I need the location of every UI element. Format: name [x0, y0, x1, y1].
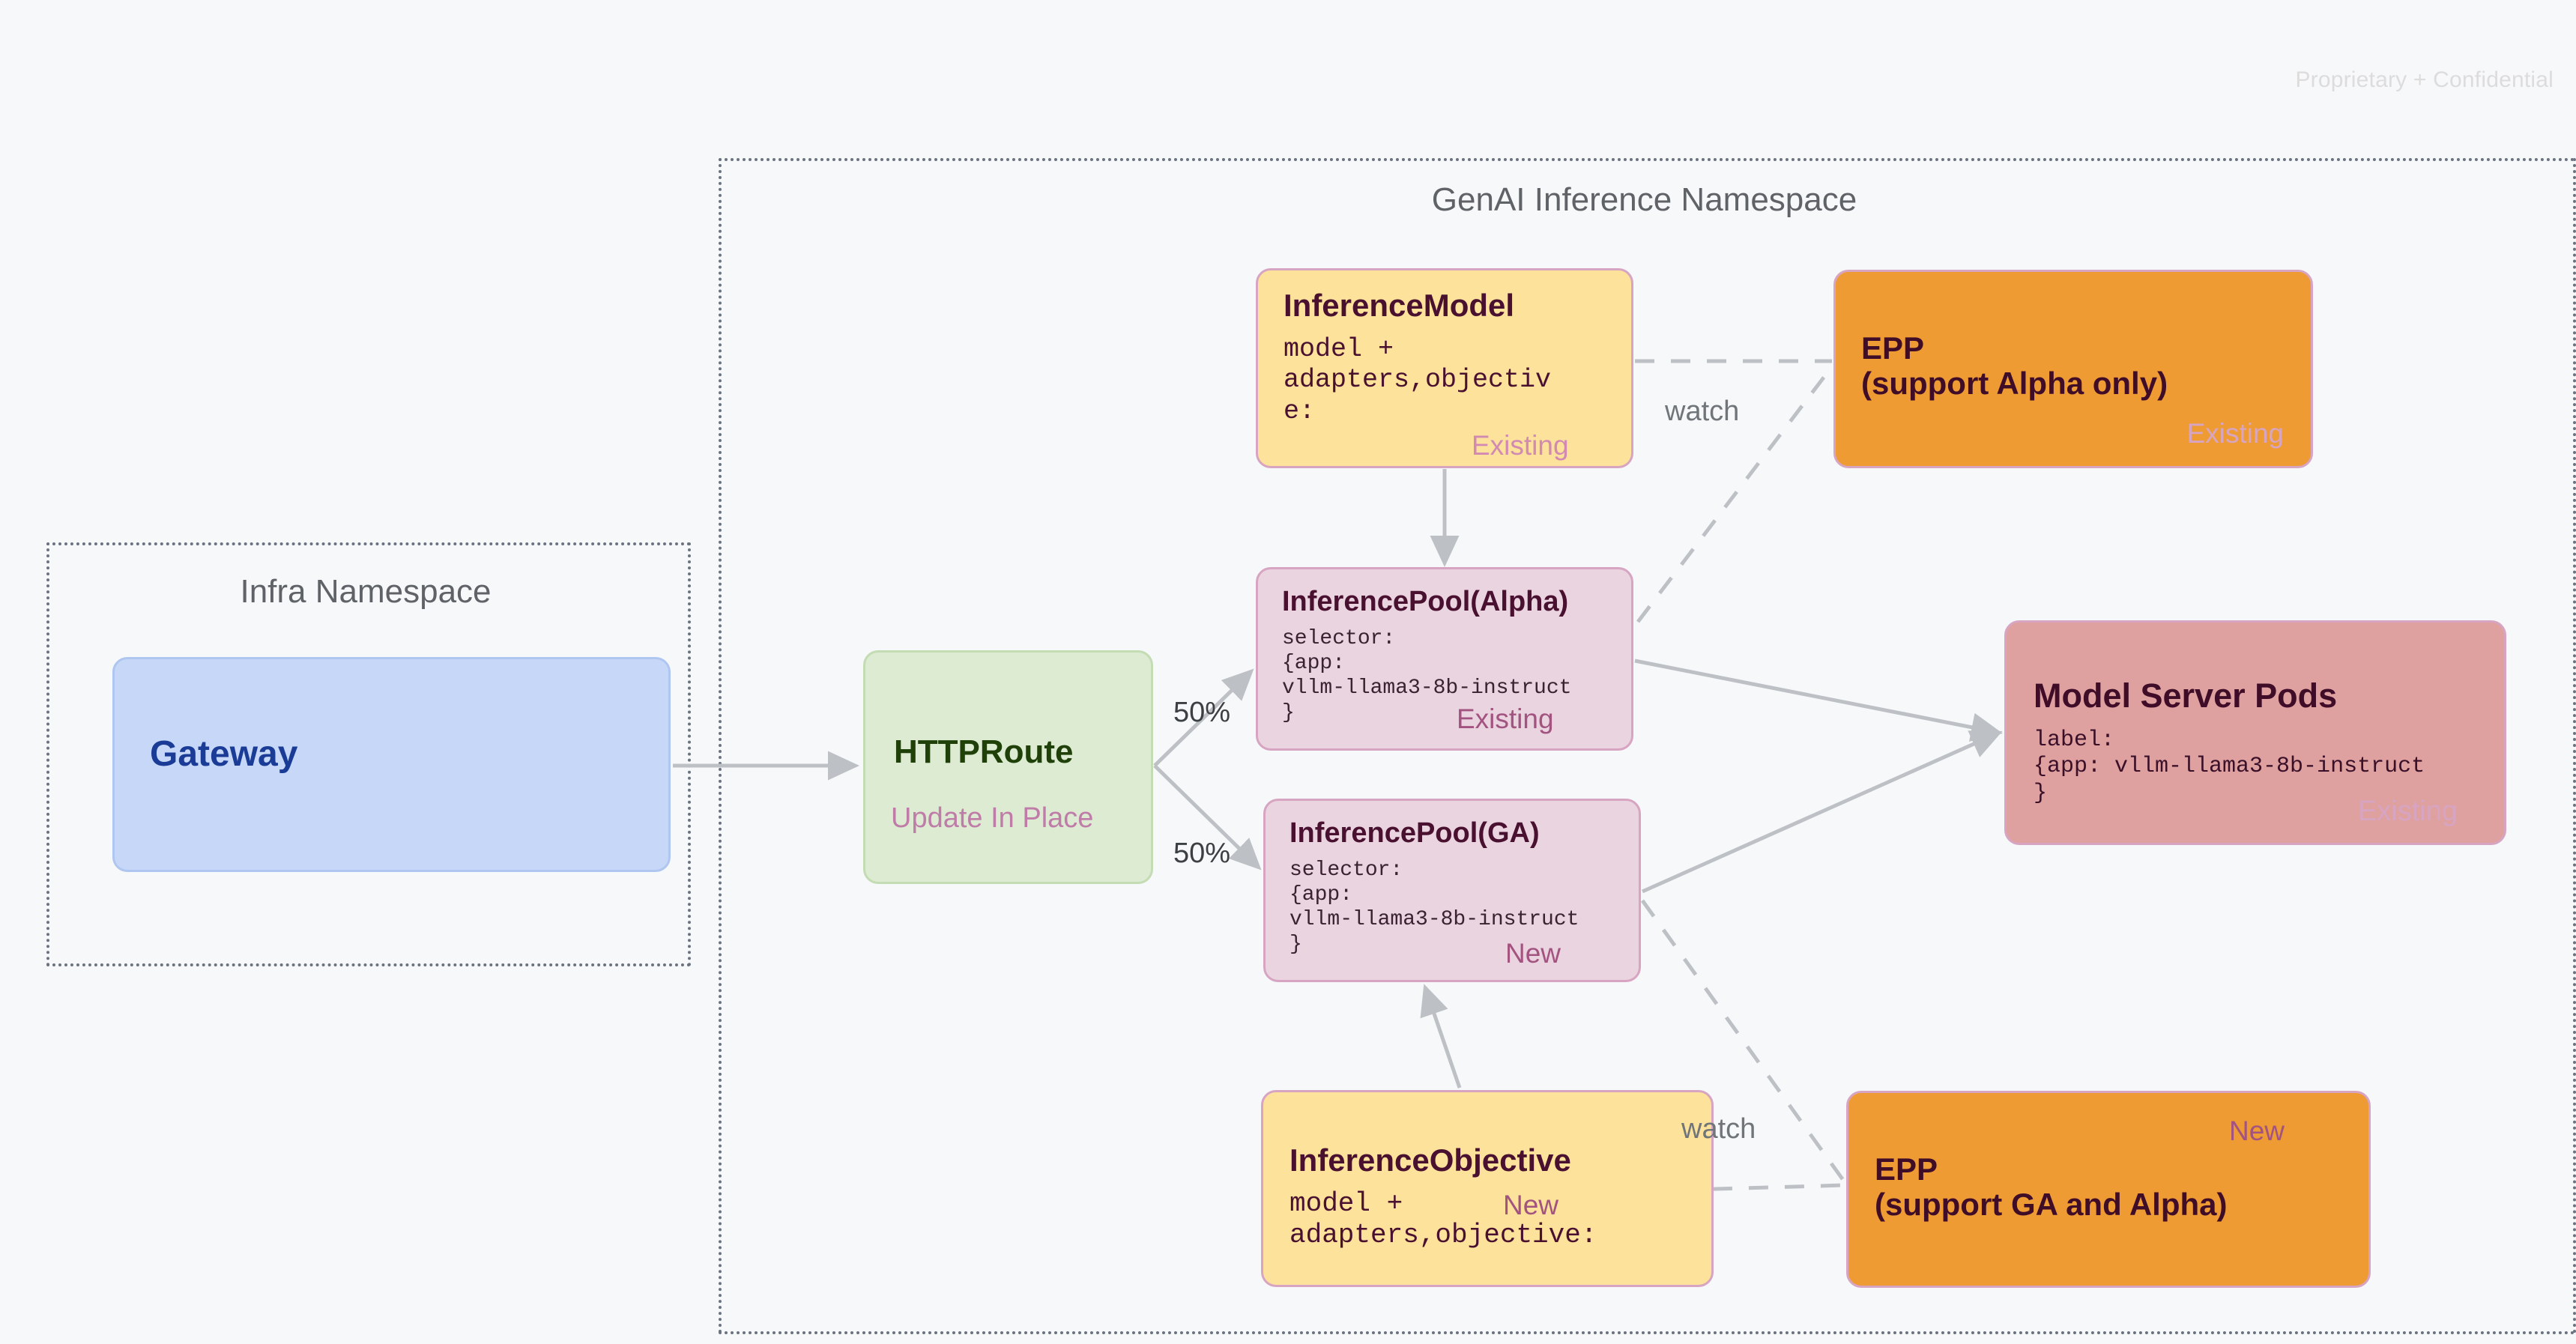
inferencemodel-status-badge: Existing: [1472, 430, 1569, 461]
inferencemodel-node[interactable]: InferenceModel model + adapters,objectiv…: [1256, 268, 1633, 468]
inferencemodel-label: InferenceModel: [1284, 288, 1515, 323]
model-server-pods-spec: label: {app: vllm-llama3-8b-instruct }: [2034, 727, 2425, 806]
epp-ga-node[interactable]: EPP (support GA and Alpha) New: [1846, 1091, 2371, 1288]
epp-alpha-node[interactable]: EPP (support Alpha only) Existing: [1833, 270, 2313, 468]
httproute-label: HTTPRoute: [894, 733, 1074, 770]
inferenceobjective-label: InferenceObjective: [1289, 1142, 1571, 1178]
inferencemodel-spec: model + adapters,objectiv e:: [1284, 334, 1552, 426]
genai-inference-namespace-title: GenAI Inference Namespace: [1431, 181, 1857, 218]
genai-inference-namespace-boundary: [719, 158, 2576, 1334]
inferencepool-ga-status-badge: New: [1505, 938, 1561, 969]
confidentiality-watermark: Proprietary + Confidential: [2295, 67, 2554, 92]
edge-label-split-top: 50%: [1173, 697, 1231, 728]
inferencepool-alpha-spec: selector: {app: vllm-llama3-8b-instruct …: [1282, 627, 1572, 725]
epp-alpha-label: EPP (support Alpha only): [1861, 330, 2168, 402]
inferencepool-ga-node[interactable]: InferencePool(GA) selector: {app: vllm-l…: [1263, 799, 1641, 982]
inferenceobjective-status-badge: New: [1503, 1190, 1559, 1220]
model-server-pods-label: Model Server Pods: [2034, 676, 2338, 715]
httproute-status-badge: Update In Place: [891, 802, 1094, 834]
model-server-pods-node[interactable]: Model Server Pods label: {app: vllm-llam…: [2004, 620, 2506, 845]
epp-ga-status-badge: New: [2228, 1116, 2285, 1146]
inferenceobjective-spec: model + adapters,objective:: [1289, 1188, 1597, 1251]
infra-namespace-title: Infra Namespace: [240, 573, 492, 610]
inferencepool-alpha-status-badge: Existing: [1457, 703, 1554, 734]
gateway-node[interactable]: Gateway: [112, 657, 671, 872]
edge-label-watch-bottom: watch: [1681, 1113, 1756, 1145]
inferencepool-ga-label: InferencePool(GA): [1289, 817, 1540, 849]
httproute-node[interactable]: HTTPRoute Update In Place: [863, 650, 1153, 884]
edge-label-split-bottom: 50%: [1173, 838, 1231, 869]
inferenceobjective-node[interactable]: InferenceObjective model + adapters,obje…: [1261, 1090, 1714, 1287]
epp-alpha-status-badge: Existing: [2186, 418, 2284, 449]
infra-namespace-boundary: [46, 542, 691, 966]
edge-label-watch-top: watch: [1665, 396, 1740, 427]
inferencepool-alpha-node[interactable]: InferencePool(Alpha) selector: {app: vll…: [1256, 567, 1633, 751]
inferencepool-ga-spec: selector: {app: vllm-llama3-8b-instruct …: [1289, 859, 1579, 957]
epp-ga-label: EPP (support GA and Alpha): [1875, 1151, 2228, 1223]
model-server-pods-status-badge: Existing: [2357, 796, 2458, 827]
gateway-label: Gateway: [150, 734, 298, 774]
inferencepool-alpha-label: InferencePool(Alpha): [1282, 586, 1569, 617]
